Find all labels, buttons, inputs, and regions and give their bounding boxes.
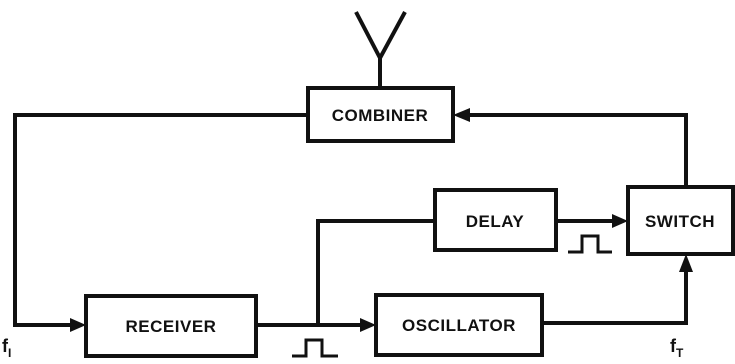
combiner-to-receiver-wire [13,113,308,327]
receiver-label: RECEIVER [126,317,217,336]
output-frequency-label: fT [670,336,684,360]
branch-to-delay-wire [316,219,435,325]
delay-label: DELAY [466,212,525,231]
output-frequency-subscript: T [676,346,684,360]
pulse-icon [568,234,612,254]
receiver-block: RECEIVER [84,294,258,358]
delay-block: DELAY [433,188,558,252]
pulse-icon [292,338,338,358]
switch-bottom-input-arrow [679,254,693,272]
antenna-icon [354,11,407,86]
input-frequency-label: fI [2,336,11,360]
switch-left-input-arrow [612,214,628,228]
combiner-label: COMBINER [332,106,429,125]
switch-to-combiner-wire [470,113,688,187]
output-frequency-main: f [670,336,677,356]
switch-block: SWITCH [626,185,735,256]
oscillator-label: OSCILLATOR [402,316,516,335]
input-frequency-main: f [2,336,9,356]
oscillator-to-switch-wire [542,272,688,325]
receiver-input-arrow [70,318,86,332]
oscillator-block: OSCILLATOR [374,293,544,357]
switch-label: SWITCH [645,212,715,231]
oscillator-input-arrow [360,318,376,332]
combiner-input-arrow [453,108,470,122]
input-frequency-subscript: I [8,346,11,360]
combiner-block: COMBINER [306,86,455,143]
